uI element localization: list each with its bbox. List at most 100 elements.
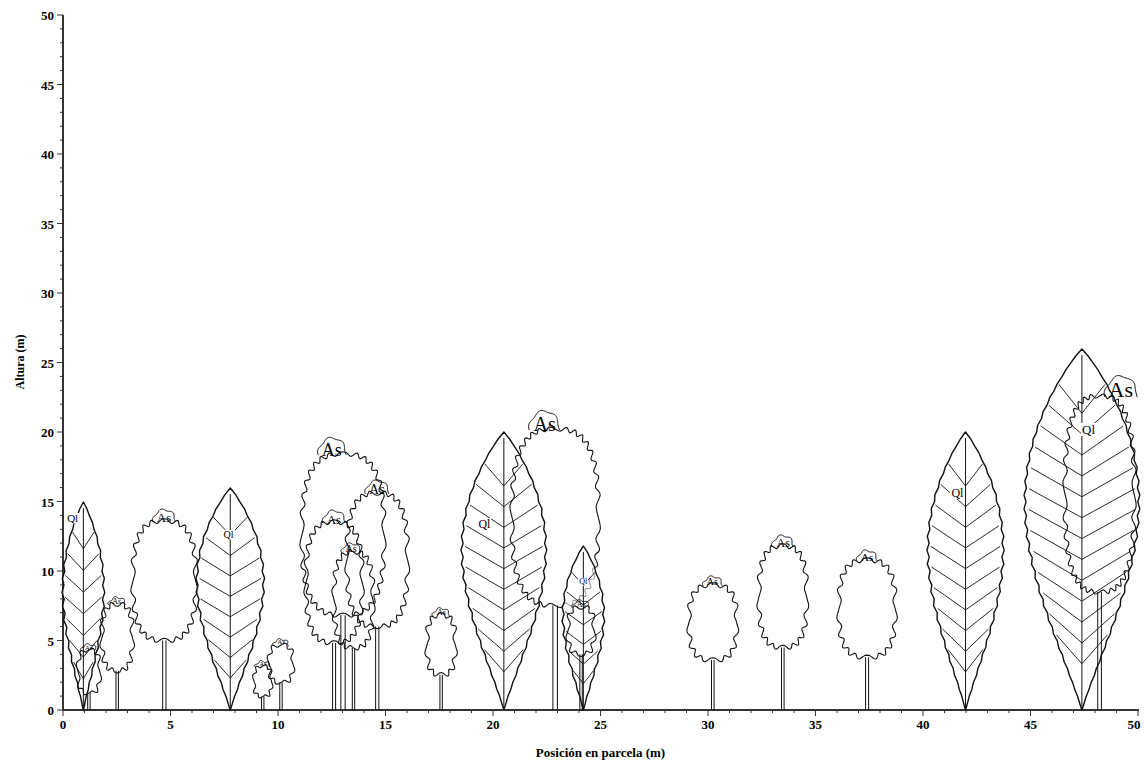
- axis-title: Posición en parcela (m): [536, 746, 665, 759]
- crown-outline: [304, 520, 364, 645]
- leaf-vein: [583, 592, 599, 605]
- x-tick: [665, 710, 666, 713]
- leaf-vein: [966, 588, 998, 610]
- tick-label: 25: [594, 718, 607, 731]
- x-tick: [643, 710, 644, 713]
- x-tick: [192, 710, 193, 713]
- leaf-outline: [196, 488, 265, 710]
- crown-outline: [99, 603, 134, 673]
- y-tick: [57, 15, 63, 16]
- leaf-vein: [966, 650, 983, 672]
- y-tick: [60, 320, 63, 321]
- leaf-vein: [202, 558, 231, 576]
- x-tick: [385, 710, 386, 716]
- leaf-vein: [478, 629, 504, 651]
- x-tick: [837, 710, 838, 713]
- leaf-vein: [473, 608, 504, 630]
- tree-outline: [100, 596, 134, 710]
- species-label: As: [259, 661, 268, 667]
- crown-outline: [1063, 394, 1136, 594]
- leaf-vein: [504, 526, 541, 548]
- crown-outline: [837, 558, 897, 659]
- leaf-vein: [583, 671, 593, 684]
- midrib: [83, 508, 84, 711]
- trunk-line: [713, 660, 714, 710]
- tick-label: 30: [702, 718, 715, 731]
- y-tick: [60, 376, 63, 377]
- species-label: As: [111, 598, 122, 606]
- tick-label: 10: [41, 565, 54, 578]
- x-tick: [1073, 710, 1074, 713]
- leaf-vein: [1031, 530, 1082, 559]
- leaf-outline: [62, 502, 105, 711]
- x-tick: [514, 710, 515, 713]
- leaf-vein: [231, 660, 247, 678]
- leaf-vein: [231, 639, 253, 657]
- leaf-vein: [1082, 467, 1133, 496]
- y-tick: [60, 543, 63, 544]
- leaf-vein: [504, 629, 530, 651]
- leaf-vein: [504, 484, 532, 506]
- leaf-vein: [65, 597, 83, 614]
- leaf-vein: [938, 608, 966, 630]
- species-label: Ql: [950, 487, 964, 499]
- leaf-vein: [83, 575, 101, 592]
- leaf-vein: [943, 629, 966, 651]
- tick-label: 30: [41, 287, 54, 300]
- y-tick: [57, 293, 63, 294]
- crown-outline: [510, 427, 601, 608]
- crown-outline: [131, 519, 198, 643]
- leaf-vein: [476, 484, 504, 506]
- species-label: As: [776, 537, 791, 549]
- y-tick: [57, 84, 63, 85]
- y-tick: [57, 501, 63, 502]
- leaf-vein: [934, 588, 966, 610]
- x-tick: [493, 710, 494, 716]
- crown-top: [80, 644, 97, 651]
- leaf-vein: [941, 484, 966, 506]
- y-tick: [60, 306, 63, 307]
- midrib: [965, 438, 966, 710]
- tick-label: 45: [1024, 718, 1037, 731]
- x-tick: [127, 710, 128, 713]
- tick-label: 20: [487, 718, 500, 731]
- y-tick: [60, 473, 63, 474]
- leaf-vein: [1057, 635, 1082, 664]
- cloud-tree: As: [425, 607, 457, 710]
- y-tick: [60, 28, 63, 29]
- leaf-vein: [231, 558, 260, 576]
- y-tick: [60, 195, 63, 196]
- trunk-line: [865, 657, 866, 710]
- trunk-line: [375, 627, 376, 710]
- species-label: As: [276, 639, 286, 646]
- tree-outline: [757, 534, 809, 710]
- species-label: As: [532, 414, 556, 434]
- tree-outline: [267, 638, 295, 710]
- leaf-vein: [504, 650, 523, 672]
- x-tick: [901, 710, 902, 713]
- trunk-line: [115, 671, 116, 710]
- leaf-vein: [468, 588, 503, 610]
- trunk-line: [344, 615, 345, 710]
- y-tick: [60, 140, 63, 141]
- y-tick: [60, 626, 63, 627]
- leaf-vein: [83, 662, 93, 679]
- oak-tree: Ql: [64, 502, 103, 711]
- crown-outline: [267, 643, 295, 684]
- tree-outline: [929, 432, 1002, 710]
- y-tick: [60, 459, 63, 460]
- y-tick: [60, 654, 63, 655]
- y-tick: [60, 487, 63, 488]
- leaf-vein: [206, 537, 230, 555]
- tick-label: 40: [41, 148, 54, 161]
- leaf-vein: [209, 639, 231, 657]
- leaf-vein: [231, 578, 262, 596]
- y-tick: [60, 557, 63, 558]
- species-label: As: [368, 483, 386, 497]
- leaf-outline: [461, 432, 547, 710]
- tree-outline: [131, 508, 198, 710]
- tree-outline: [566, 599, 596, 710]
- species-label: As: [1108, 379, 1134, 401]
- leaf-vein: [231, 599, 261, 617]
- leaf-vein: [73, 532, 84, 549]
